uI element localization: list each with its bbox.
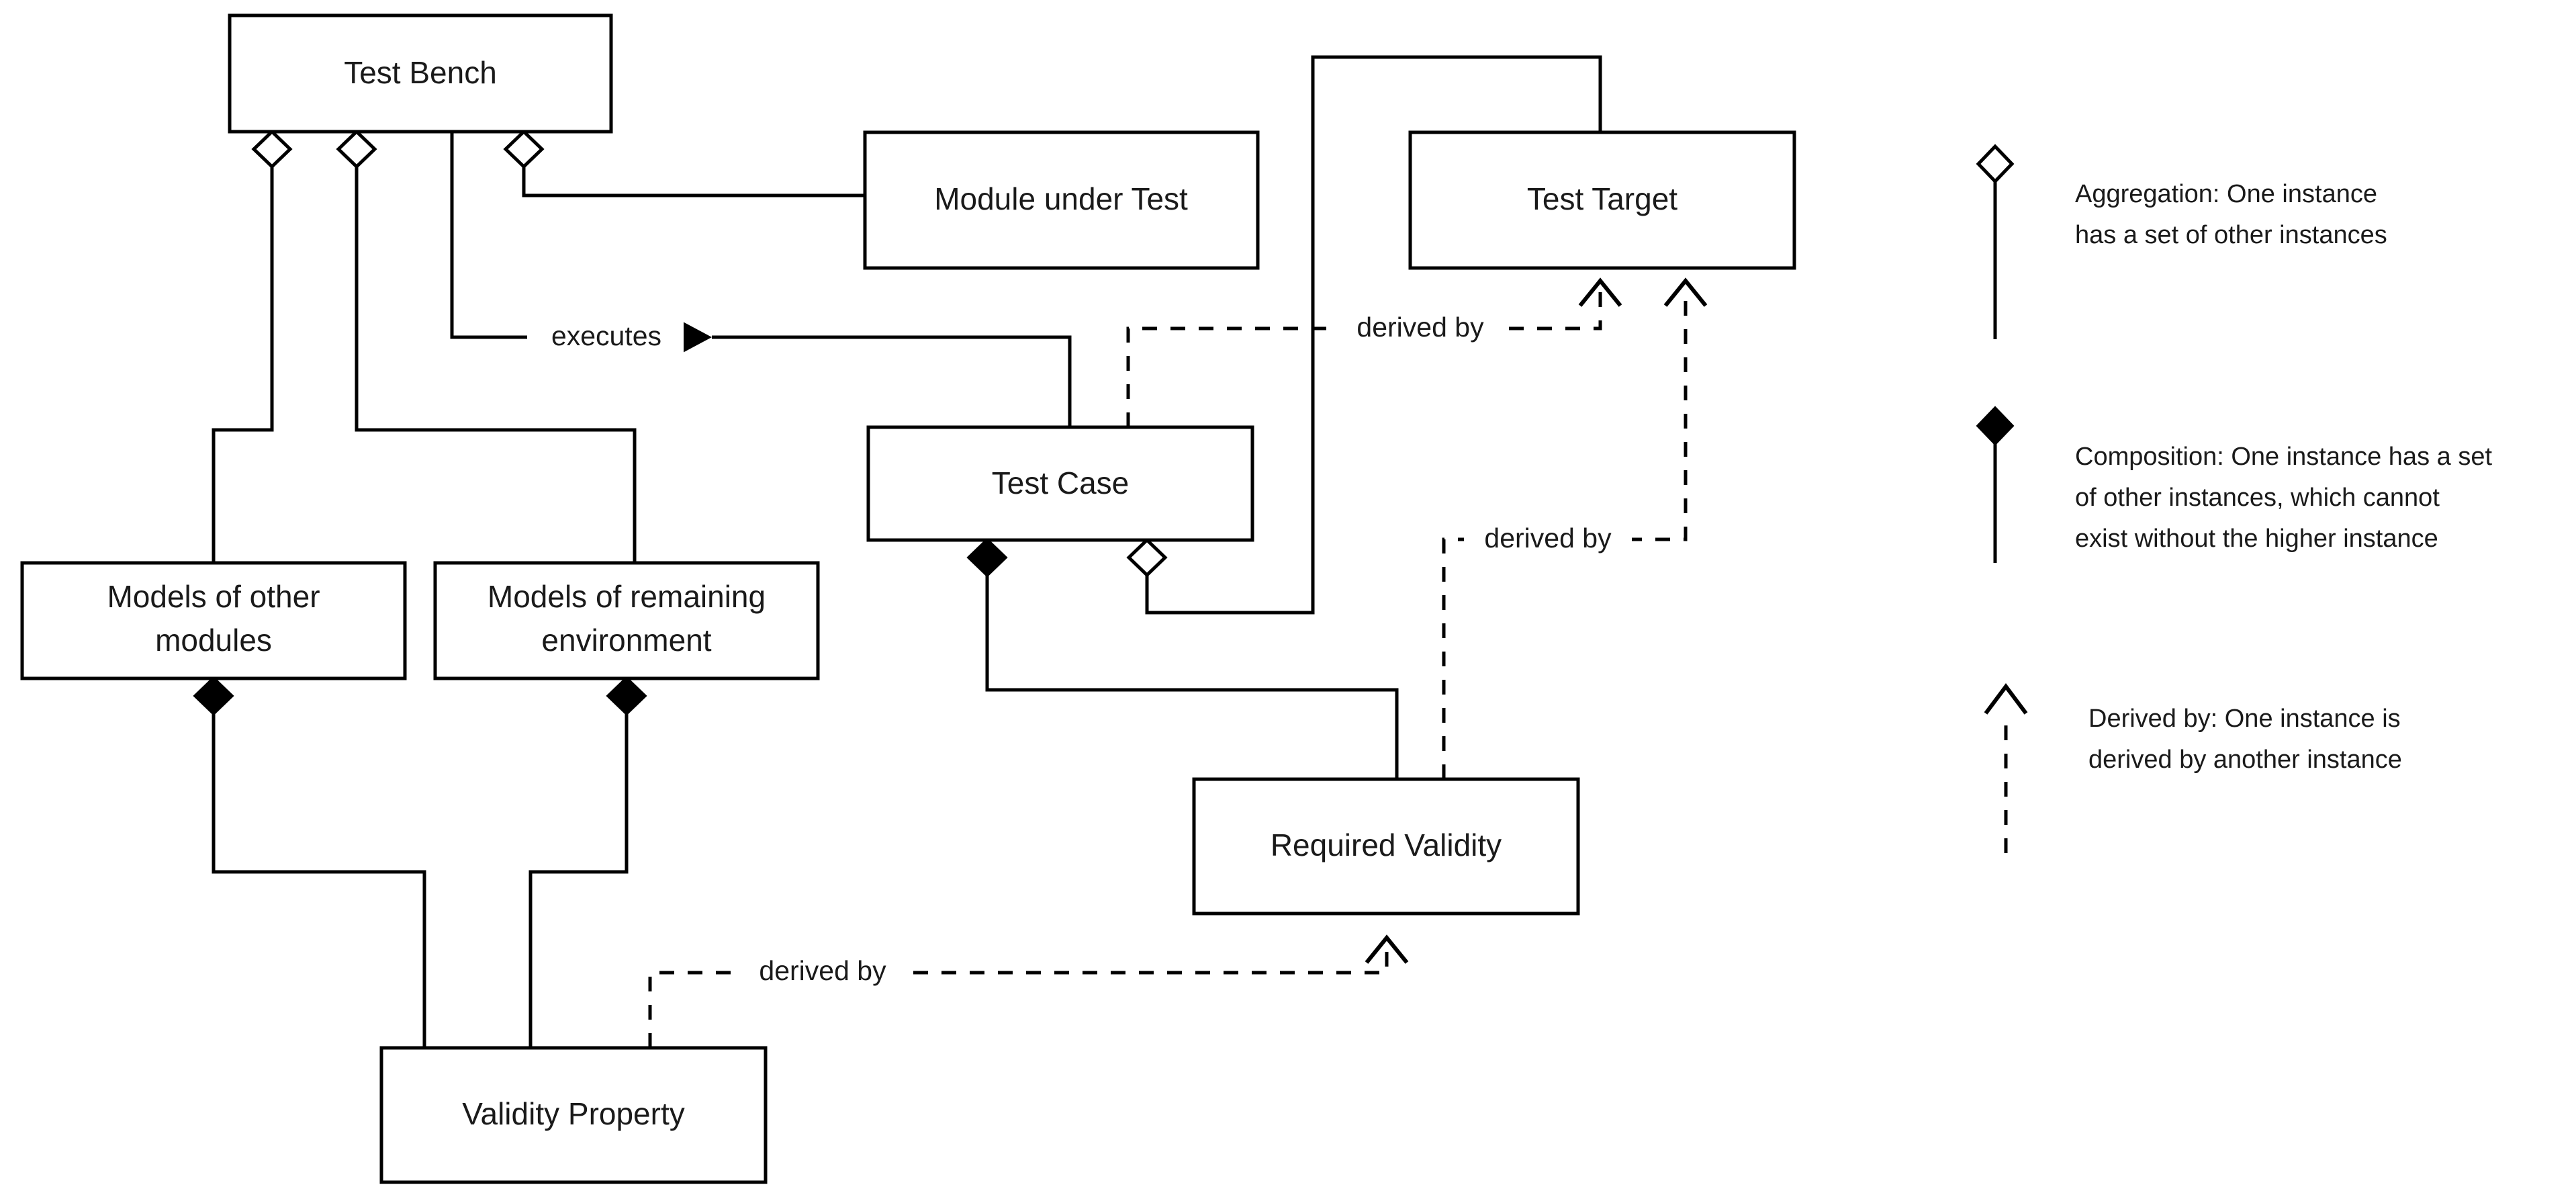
composition-diamond-icon [606,676,647,716]
node-test-bench-box[interactable] [228,13,613,134]
node-module-under-test-box[interactable] [863,130,1260,270]
node-validity-property-label: Validity Property [462,1096,685,1131]
node-layer: Test Bench Module under Test Test Target… [20,13,1796,1184]
edge-testtarget-testcase-aggregation [1145,55,1602,615]
legend-item-derived-by: Derived by: One instance is derived by a… [1984,683,2402,853]
decoration-layer [193,129,1708,964]
derived-by-arrowhead-icon [1578,277,1622,307]
edge-testbench-module-under-test [522,167,865,197]
node-validity-property-box[interactable] [379,1046,768,1184]
edge-label-derived-by-2: derived by [1484,523,1612,553]
legend-composition-line2: of other instances, which cannot [2075,484,2440,512]
edge-label-executes: executes [551,320,661,351]
composition-diamond-icon [966,537,1008,578]
legend-item-composition: Composition: One instance has a set of o… [1976,406,2492,563]
node-test-bench[interactable]: Test Bench [228,13,613,134]
legend-aggregation-line1: Aggregation: One instance [2075,180,2377,208]
edge-testbench-models-other [212,167,274,563]
derived-by-arrowhead-icon [1365,934,1409,964]
legend-derived-by-line2: derived by another instance [2088,746,2402,774]
edge-label-layer: executes derived by derived by derived b… [529,312,1632,989]
node-models-of-remaining-environment-label-line2: environment [541,623,711,658]
node-required-validity-label: Required Validity [1271,828,1502,862]
edge-testbench-executes-testcase [450,132,527,339]
node-models-of-remaining-environment-label-line1: Models of remaining [488,579,766,614]
edge-executes-tail [712,335,1072,427]
legend-aggregation-line2: has a set of other instances [2075,221,2387,249]
node-test-target[interactable]: Test Target [1408,130,1796,270]
composition-diamond-icon [1976,406,2015,446]
aggregation-diamond-icon [503,129,545,169]
node-models-of-remaining-environment[interactable]: Models of remaining environment [433,561,820,680]
node-module-under-test[interactable]: Module under Test [863,130,1260,270]
executes-label-bg [529,320,684,354]
executes-arrowhead-icon [682,321,712,353]
edge-derived-by-testcase-testtarget [1126,289,1602,427]
node-test-bench-label: Test Bench [344,55,497,90]
node-models-of-other-modules-box[interactable] [20,561,407,680]
node-required-validity-box[interactable] [1192,777,1580,916]
node-test-target-label: Test Target [1527,181,1677,216]
derived-by-arrowhead-icon [1663,277,1708,307]
node-models-of-other-modules-label-line1: Models of other [107,579,320,614]
legend-composition-line3: exist without the higher instance [2075,525,2438,553]
edge-label-derived-by-1: derived by [1356,312,1484,343]
node-required-validity[interactable]: Required Validity [1192,777,1580,916]
edge-models-other-validity-property [212,713,426,1048]
edge-derived-by-reqvalidity-testtarget [1442,289,1688,779]
edge-models-remaining-validity-property [528,713,629,1048]
node-models-of-remaining-environment-box[interactable] [433,561,820,680]
aggregation-diamond-icon [336,129,377,169]
legend-derived-by-line1: Derived by: One instance is [2088,705,2401,733]
edge-testbench-models-remaining [355,167,637,563]
derived-by-1-label-bg [1336,313,1504,345]
node-models-of-other-modules[interactable]: Models of other modules [20,561,407,680]
node-models-of-other-modules-label-line2: modules [155,623,272,658]
edge-label-derived-by-3: derived by [759,955,886,986]
node-test-target-box[interactable] [1408,130,1796,270]
aggregation-diamond-icon [1126,537,1168,578]
node-test-case[interactable]: Test Case [866,425,1254,542]
derived-by-3-label-bg [739,957,907,989]
legend-item-aggregation: Aggregation: One instance has a set of o… [1976,144,2387,339]
edge-derived-by-validityprop-reqvalidity [648,946,1389,1048]
composition-diamond-icon [193,676,234,716]
legend-composition-line1: Composition: One instance has a set [2075,443,2492,471]
aggregation-diamond-icon [1976,144,2015,184]
aggregation-diamond-icon [251,129,293,169]
legend: Aggregation: One instance has a set of o… [1976,144,2492,853]
derived-by-2-label-bg [1464,523,1632,556]
edge-testcase-required-validity [985,575,1399,779]
node-test-case-label: Test Case [992,465,1130,500]
derived-by-arrowhead-icon [1984,683,2028,715]
node-module-under-test-label: Module under Test [934,181,1188,216]
edge-layer [212,55,1688,1048]
node-test-case-box[interactable] [866,425,1254,542]
node-validity-property[interactable]: Validity Property [379,1046,768,1184]
